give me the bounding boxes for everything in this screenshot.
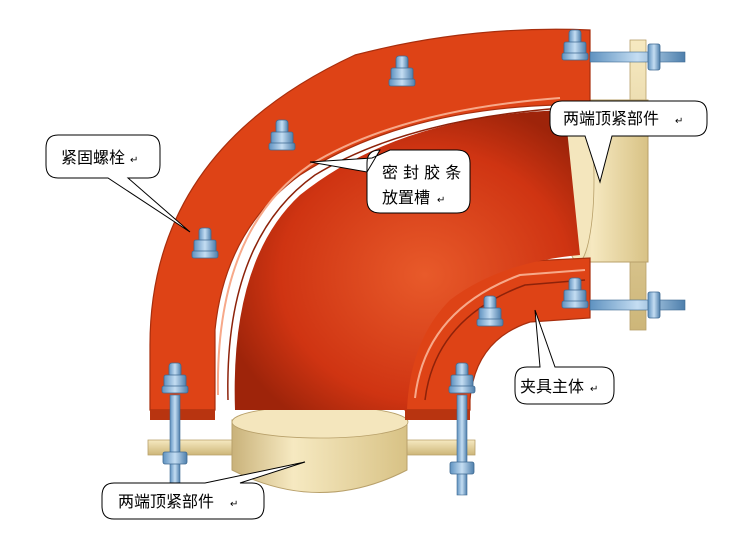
bolts <box>161 29 686 496</box>
callout-bolt: 紧固螺栓 ↵ <box>45 134 191 233</box>
bolt-top-right <box>561 29 686 71</box>
label-end-top: 两端顶紧部件 <box>563 109 659 128</box>
bottom-end-fitting <box>147 405 476 493</box>
label-seal-line2: 放置槽 <box>382 188 430 207</box>
callout-end-bottom: 两端顶紧部件 ↵ <box>101 461 306 520</box>
label-end-bottom: 两端顶紧部件 <box>118 492 214 511</box>
callout-end-top: 两端顶紧部件 ↵ <box>549 100 708 184</box>
clamp-body <box>149 28 591 420</box>
label-seal-line1: 密 封 胶 条 <box>382 163 461 182</box>
label-seal-mark: ↵ <box>437 195 445 206</box>
bolt-bottom-middle <box>448 362 476 496</box>
bolt-mid-right <box>561 277 686 319</box>
bolt-bottom-left <box>161 362 189 491</box>
label-end-top-mark: ↵ <box>675 116 683 127</box>
callout-clamp-body: 夹具主体 ↵ <box>514 309 615 405</box>
callout-seal-groove: 密 封 胶 条 放置槽 ↵ <box>309 149 471 214</box>
label-end-bottom-mark: ↵ <box>230 499 238 510</box>
label-bolt-mark: ↵ <box>130 155 138 166</box>
label-bolt: 紧固螺栓 <box>61 148 125 167</box>
label-clamp-body-mark: ↵ <box>590 384 598 395</box>
label-clamp-body: 夹具主体 <box>520 377 584 396</box>
